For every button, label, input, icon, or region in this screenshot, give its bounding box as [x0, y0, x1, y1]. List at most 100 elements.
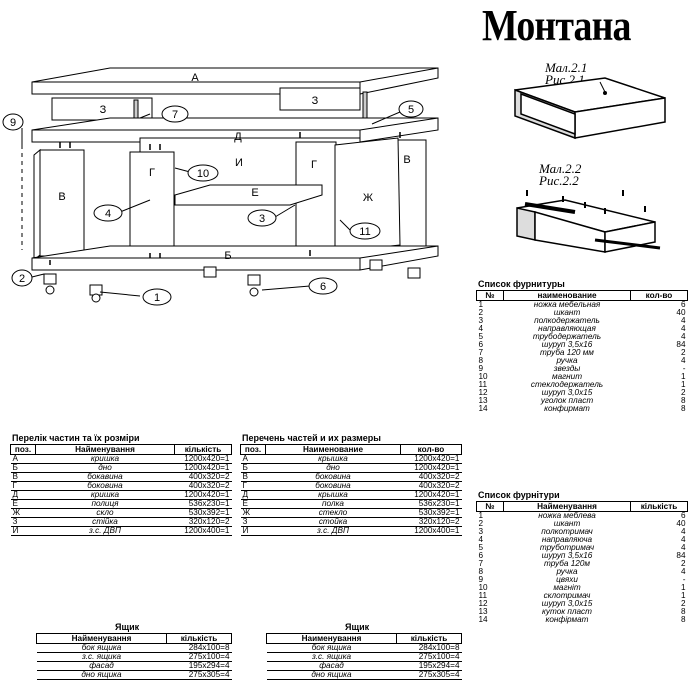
hardware-ru-row-cell: 4	[680, 332, 686, 341]
parts-ua-row-cell: З	[10, 517, 36, 527]
hardware-ua-row-cell: труба 120м	[544, 559, 590, 568]
hardware-ru-row-cell: 1	[680, 372, 686, 381]
parts-ua-row-cell: Е	[10, 499, 36, 509]
hardware-ua-row: 7 труба 120м 2	[477, 559, 688, 568]
hardware-ua-row: 10 магніт 1	[477, 583, 688, 592]
parts-ru-row-cell: И	[240, 526, 266, 536]
hardware-ru-row-cell: 8	[478, 356, 484, 365]
parts-ru-row-cell: 1200x420=1	[400, 463, 462, 473]
callout-11: 11	[359, 226, 370, 238]
parts-ru-row-cell: 400x320=2	[400, 481, 462, 491]
drawer-view-1: Мал.2.1 Рис.2.1	[514, 60, 666, 140]
parts-ru-row-cell: 530x392=1	[400, 508, 462, 518]
hardware-ru-row-cell: 4	[478, 324, 484, 333]
drawer-ua-header-qty: кількість	[166, 633, 232, 644]
hardware-ru-row-cell: 6	[478, 340, 484, 349]
hardware-ru-row-cell: шуруп 3,0х15	[541, 388, 593, 397]
parts-ua-row-cell: з.с. ДВП	[35, 526, 175, 536]
drawer-ru-title: Ящик	[345, 622, 370, 632]
parts-ru-row-cell: крышка	[265, 454, 401, 464]
hardware-ua-row-cell: 8	[680, 607, 686, 616]
hardware-ua-row-cell: 84	[676, 551, 686, 560]
hardware-ru-row-cell: -	[682, 364, 686, 373]
hardware-ru-row-cell: 5	[478, 332, 484, 341]
drawer-ru-row-cell: 195x294=4	[396, 661, 462, 671]
hardware-ua-row-cell: 1	[680, 583, 686, 592]
parts-ru-row-cell: боковина	[265, 472, 401, 482]
hardware-ru-row-cell: 84	[676, 340, 686, 349]
parts-ua-row-cell: Ж	[10, 508, 36, 518]
parts-ru-row-cell: стойка	[265, 517, 401, 527]
hardware-ua-row-cell: цвяхи	[556, 575, 578, 584]
parts-ua-row-cell: скло	[35, 508, 175, 518]
parts-ua-row-cell: В	[10, 472, 36, 482]
drawer-ua-row-cell: фасад	[36, 661, 167, 671]
hardware-ua-row-cell: 7	[478, 559, 484, 568]
hardware-ua-row-cell: 10	[478, 583, 488, 592]
hardware-ua-row-cell: склотримач	[543, 591, 591, 600]
callout-1: 1	[154, 292, 160, 304]
hardware-ua-row-cell: 2	[680, 559, 686, 568]
hardware-ru-row-cell: 8	[680, 404, 686, 413]
drawer-view-2: Мал.2.2 Рис.2.2	[516, 161, 661, 253]
hardware-ru-row-cell: труба 120 мм	[540, 348, 594, 357]
hardware-ua-row-cell: ножка меблева	[538, 511, 596, 520]
hardware-ua-row-cell: ручка	[556, 567, 578, 576]
parts-ua-row-cell: полиця	[35, 499, 175, 509]
hardware-ru-row-cell: конфирмат	[544, 404, 590, 413]
hardware-ua-row-cell: 12	[478, 599, 488, 608]
hardware-ru-row-cell: 2	[478, 308, 484, 317]
parts-ua-row-cell: 1200x420=1	[174, 463, 232, 473]
parts-ua-row-cell: 400x320=2	[174, 481, 232, 491]
hardware-ru-header-name: наименование	[503, 290, 631, 301]
parts-ru-row-cell: З	[240, 517, 266, 527]
drawer-ua-row-cell: дно ящика	[36, 670, 167, 680]
hardware-ua-row-cell: 4	[680, 535, 686, 544]
parts-ru-row-cell: В	[240, 472, 266, 482]
parts-ua-row-cell: Д	[10, 490, 36, 500]
hardware-ua-row-cell: магніт	[553, 583, 581, 592]
label-G-right: Г	[311, 159, 317, 171]
label-I: И	[235, 157, 243, 169]
parts-ru-row-cell: 320x120=2	[400, 517, 462, 527]
hardware-ru-row-cell: 8	[680, 396, 686, 405]
hardware-ua-row-cell: направляюча	[541, 535, 593, 544]
hardware-ua-header-name: Найменування	[503, 501, 631, 512]
hardware-ru-row-cell: шкант	[553, 308, 581, 317]
parts-ua-title: Перелік частин та їх розміри	[12, 433, 140, 443]
hardware-ua-row-cell: конфірмат	[545, 615, 589, 624]
parts-ua-header-pos: поз.	[10, 444, 36, 455]
hardware-ua-row-cell: 1	[478, 511, 484, 520]
label-V-left: В	[58, 191, 65, 203]
parts-ua-row-cell: 1200x400=1	[174, 526, 232, 536]
hardware-ua-title: Список фурнітури	[478, 490, 560, 500]
hardware-ua-header-qty: кількість	[630, 501, 688, 512]
hardware-ru-row-cell: 14	[478, 404, 488, 413]
hardware-ua-row-cell: 4	[478, 535, 484, 544]
hardware-ua-row-cell: -	[682, 575, 686, 584]
hardware-ua-row-cell: 8	[680, 615, 686, 624]
hardware-ua-row-cell: 5	[478, 543, 484, 552]
hardware-ua-row-cell: 40	[676, 519, 686, 528]
parts-ru-row-cell: Г	[240, 481, 266, 491]
drawer-view-1-caption-1: Мал.2.1	[544, 60, 587, 75]
hardware-ru-row-cell: 2	[680, 388, 686, 397]
parts-ru-row-cell: 1200x420=1	[400, 490, 462, 500]
drawer-ua-row-cell: 195x294=4	[166, 661, 232, 671]
hardware-ru-row-cell: 1	[680, 380, 686, 389]
page-title: Монтана	[482, 1, 631, 50]
drawer-ua-row-cell: 275x100=4	[166, 652, 232, 662]
hardware-ua-row: 4 направляюча 4	[477, 535, 688, 544]
